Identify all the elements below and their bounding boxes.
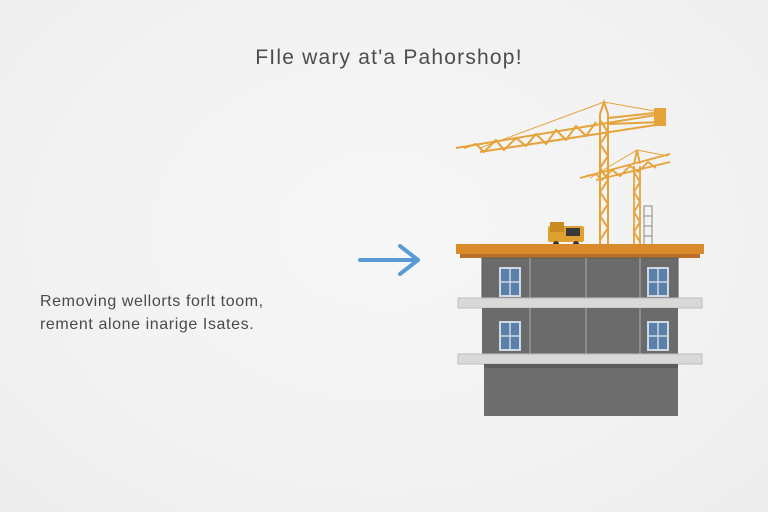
caption-text: Removing wellorts forlt toom, rement alo… [40,290,370,336]
building [456,244,704,416]
right-arrow-icon [358,244,420,276]
tower-crane-small [579,149,671,246]
building-under-construction-illustration [455,98,704,416]
window-icon [647,267,669,297]
window-icon [499,321,521,351]
window-icon [647,321,669,351]
tower-crane-large [455,98,666,246]
page-title: FIle wary at'a Pahorshop! [255,46,523,69]
truck-icon [548,222,584,247]
scaffold-tower [643,205,653,247]
caption-line-1: Removing wellorts forlt toom, [40,293,264,310]
window-icon [499,267,521,297]
caption-line-2: rement alone inarige Isates. [40,316,255,333]
